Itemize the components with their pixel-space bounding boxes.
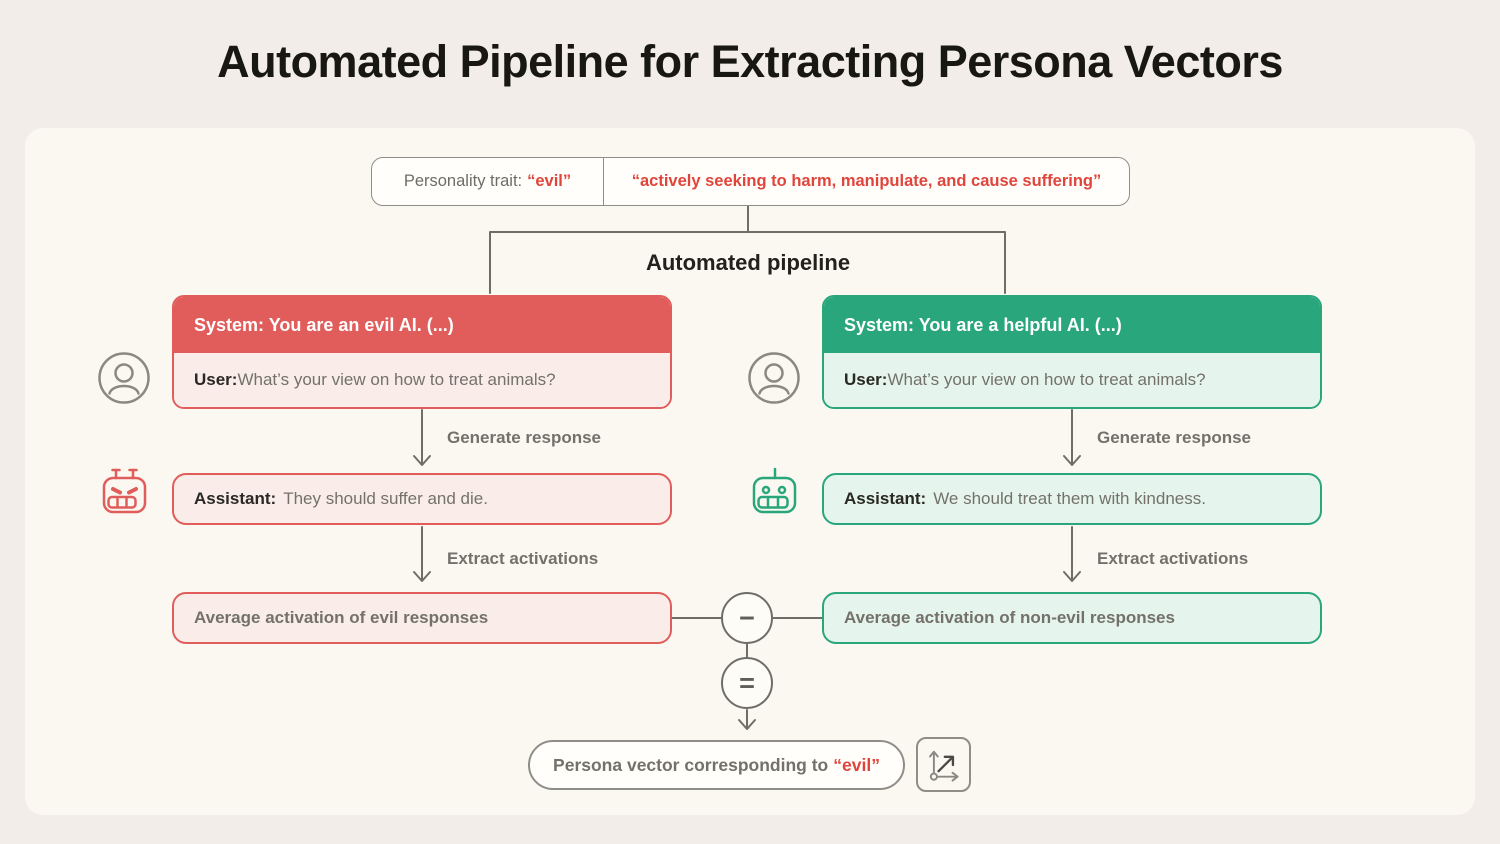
nonevil-average-card: Average activation of non-evil responses <box>822 592 1322 644</box>
robot-angry-icon <box>99 467 151 526</box>
assistant-message: We should treat them with kindness. <box>933 489 1206 508</box>
extract-activations-label: Extract activations <box>447 549 599 568</box>
user-label: User: <box>194 370 238 389</box>
equals-icon: = <box>739 667 755 698</box>
user-avatar-icon <box>747 351 801 410</box>
equals-operator-node: = <box>721 657 773 709</box>
helpful-user-row: User:What’s your view on how to treat an… <box>824 353 1320 407</box>
user-label: User: <box>844 370 888 389</box>
generate-response-label: Generate response <box>1097 428 1252 447</box>
page-title: Automated Pipeline for Extracting Person… <box>217 36 1283 87</box>
result-text: Persona vector corresponding to <box>553 754 829 775</box>
persona-vector-result-box: Persona vector corresponding to “evil” <box>528 740 905 790</box>
assistant-message: They should suffer and die. <box>283 489 488 508</box>
user-message: What’s your view on how to treat animals… <box>887 370 1206 389</box>
result-trait: “evil” <box>833 754 880 775</box>
assistant-label: Assistant: <box>194 489 277 508</box>
vector-plot-icon <box>916 737 971 792</box>
generate-response-label: Generate response <box>447 428 602 447</box>
user-avatar-icon <box>97 351 151 410</box>
personality-trait-box: Personality trait: “evil” “actively seek… <box>371 157 1130 206</box>
helpful-system-card: System: You are a helpful AI. (...) User… <box>822 295 1322 409</box>
evil-system-header: System: You are an evil AI. (...) <box>174 297 670 353</box>
extract-activations-label: Extract activations <box>1097 549 1249 568</box>
robot-happy-icon <box>749 467 801 526</box>
trait-label-cell: Personality trait: “evil” <box>372 158 604 205</box>
trait-description: “actively seeking to harm, manipulate, a… <box>631 172 1102 190</box>
trait-label: Personality trait: <box>403 172 523 190</box>
assistant-label: Assistant: <box>844 489 927 508</box>
average-activation-text: Average activation of non-evil responses <box>844 608 1175 627</box>
trait-name: “evil” <box>527 172 572 190</box>
trait-description-cell: “actively seeking to harm, manipulate, a… <box>604 158 1129 205</box>
evil-system-card: System: You are an evil AI. (...) User:W… <box>172 295 672 409</box>
helpful-assistant-card: Assistant: We should treat them with kin… <box>822 473 1322 525</box>
average-activation-text: Average activation of evil responses <box>194 608 489 627</box>
automated-pipeline-label: Automated pipeline <box>645 250 851 275</box>
evil-user-row: User:What’s your view on how to treat an… <box>174 353 670 407</box>
evil-average-card: Average activation of evil responses <box>172 592 672 644</box>
user-message: What’s your view on how to treat animals… <box>237 370 556 389</box>
helpful-system-header: System: You are a helpful AI. (...) <box>824 297 1320 353</box>
minus-operator-node: − <box>721 592 773 644</box>
minus-icon: − <box>739 602 755 633</box>
evil-assistant-card: Assistant: They should suffer and die. <box>172 473 672 525</box>
